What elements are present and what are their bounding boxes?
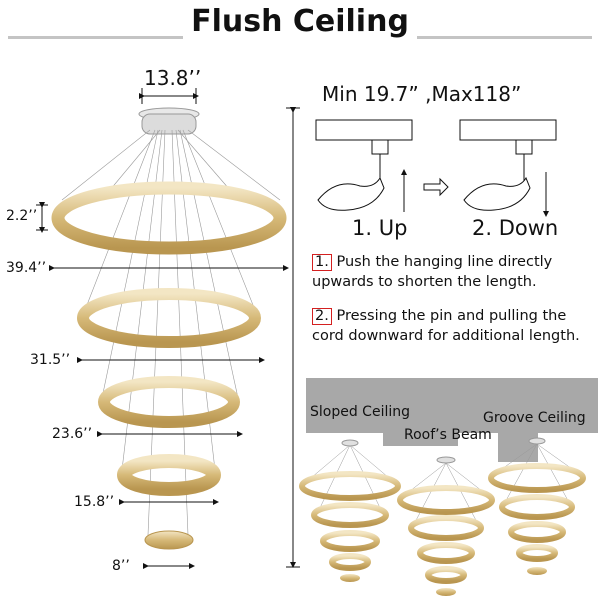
step-down-label: 2. Down — [472, 216, 559, 240]
ring-4 — [117, 454, 221, 496]
label-groove-ceiling: Groove Ceiling — [483, 410, 586, 426]
label-ring-1: 39.4’’ — [6, 260, 47, 276]
title-bar: Flush Ceiling — [0, 0, 600, 52]
label-ring-5: 8’’ — [112, 558, 130, 574]
ring-2 — [77, 288, 261, 348]
mini-chandelier-groove — [488, 437, 586, 575]
label-ring-3: 23.6’’ — [52, 426, 93, 442]
mini-chandelier-beam — [397, 456, 495, 596]
step-up-label: 1. Up — [352, 216, 408, 240]
instruction-2-text: Pressing the pin and pulling the cord do… — [312, 308, 580, 344]
title-rule-right — [417, 36, 592, 39]
ring-5 — [144, 530, 194, 550]
title-rule-left — [8, 36, 183, 39]
instruction-2: 2. Pressing the pin and pulling the cord… — [312, 306, 597, 346]
mini-chandelier-sloped — [299, 439, 401, 582]
label-sloped-ceiling: Sloped Ceiling — [310, 404, 410, 420]
instruction-1: 1. Push the hanging line directly upward… — [312, 252, 597, 292]
adjust-diagram-up — [315, 119, 413, 212]
ring-1 — [51, 181, 287, 255]
ceiling-types-panel — [299, 378, 598, 596]
instruction-1-number: 1. — [312, 254, 332, 271]
page-title: Flush Ceiling — [191, 4, 409, 39]
ring-3 — [98, 376, 240, 428]
label-ring-thickness: 2.2’’ — [6, 208, 38, 224]
ceiling-shape — [306, 378, 598, 462]
adjust-diagram-down — [459, 119, 557, 217]
label-roofs-beam: Roof’s Beam — [404, 427, 492, 443]
instruction-1-text: Push the hanging line directly upwards t… — [312, 254, 553, 290]
instruction-2-number: 2. — [312, 308, 332, 325]
label-ring-4: 15.8’’ — [74, 494, 115, 510]
dimension-lines — [36, 88, 300, 569]
chandelier-main — [51, 107, 287, 550]
transition-arrow — [423, 177, 449, 197]
label-ring-2: 31.5’’ — [30, 352, 71, 368]
adjust-range: Min 19.7” ,Max118” — [322, 82, 522, 106]
label-canopy-width: 13.8’’ — [144, 66, 202, 90]
canopy-base — [141, 113, 197, 135]
